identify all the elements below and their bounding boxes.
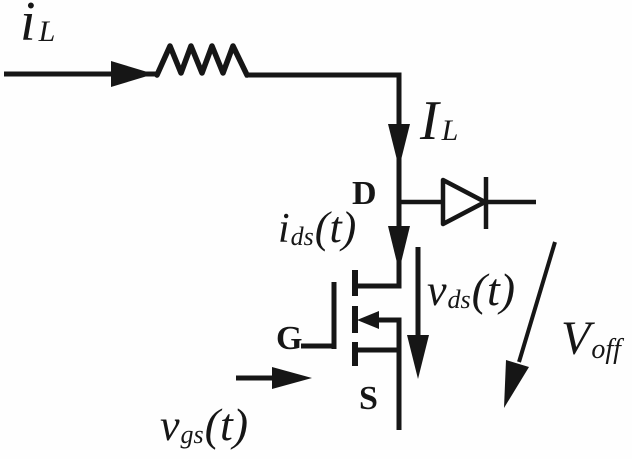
inductor-current-symbol: i [20,0,36,53]
top-wire-and-drain-line [245,72,402,289]
ids-subscript: ds [290,221,314,251]
label-drain-source-current: ids(t) [278,203,357,252]
il-current-arrowhead [388,124,410,168]
input-current-arrowhead [111,61,154,87]
vgs-arrow [236,367,312,389]
source-terminal-letter: S [359,380,378,417]
dc-current-symbol: I [420,90,439,152]
ids-symbol: i [278,206,290,252]
ids-time-argument: (t) [314,203,357,252]
diode-symbol [401,177,536,229]
label-gate-source-voltage: vgs(t) [160,402,248,448]
label-drain-source-voltage: vds(t) [427,267,515,313]
vgs-symbol: v [160,401,180,450]
label-off-state-voltage: Voff [561,312,621,365]
vds-arrow [407,247,429,379]
dc-current-subscript: L [441,113,459,147]
vgs-arrowhead [272,367,312,389]
vds-symbol: v [427,266,447,315]
label-source-terminal: S [359,382,378,416]
inductor-current-subscript: L [38,14,56,48]
input-wire [4,61,158,87]
diode-triangle [440,177,488,227]
label-gate-terminal: G [276,322,302,356]
voff-subscript: off [591,333,621,365]
voff-arrow [504,241,557,408]
vds-arrowhead [407,335,429,379]
label-drain-terminal: D [352,177,377,211]
drain-terminal-letter: D [352,175,377,212]
mosfet-symbol [301,270,402,430]
mosfet-body-and-source-wire [377,317,402,430]
voff-symbol: V [561,312,591,365]
vds-time-argument: (t) [471,264,516,315]
ids-current-arrowhead [388,226,410,271]
inductor-symbol [154,43,250,78]
gate-terminal-letter: G [276,320,303,357]
vgs-subscript: gs [180,419,204,449]
vds-subscript: ds [447,284,471,314]
voff-arrow-line [517,241,557,363]
voff-arrowhead [504,360,529,408]
mosfet-body-arrowhead [357,311,379,329]
vgs-time-argument: (t) [204,399,249,450]
